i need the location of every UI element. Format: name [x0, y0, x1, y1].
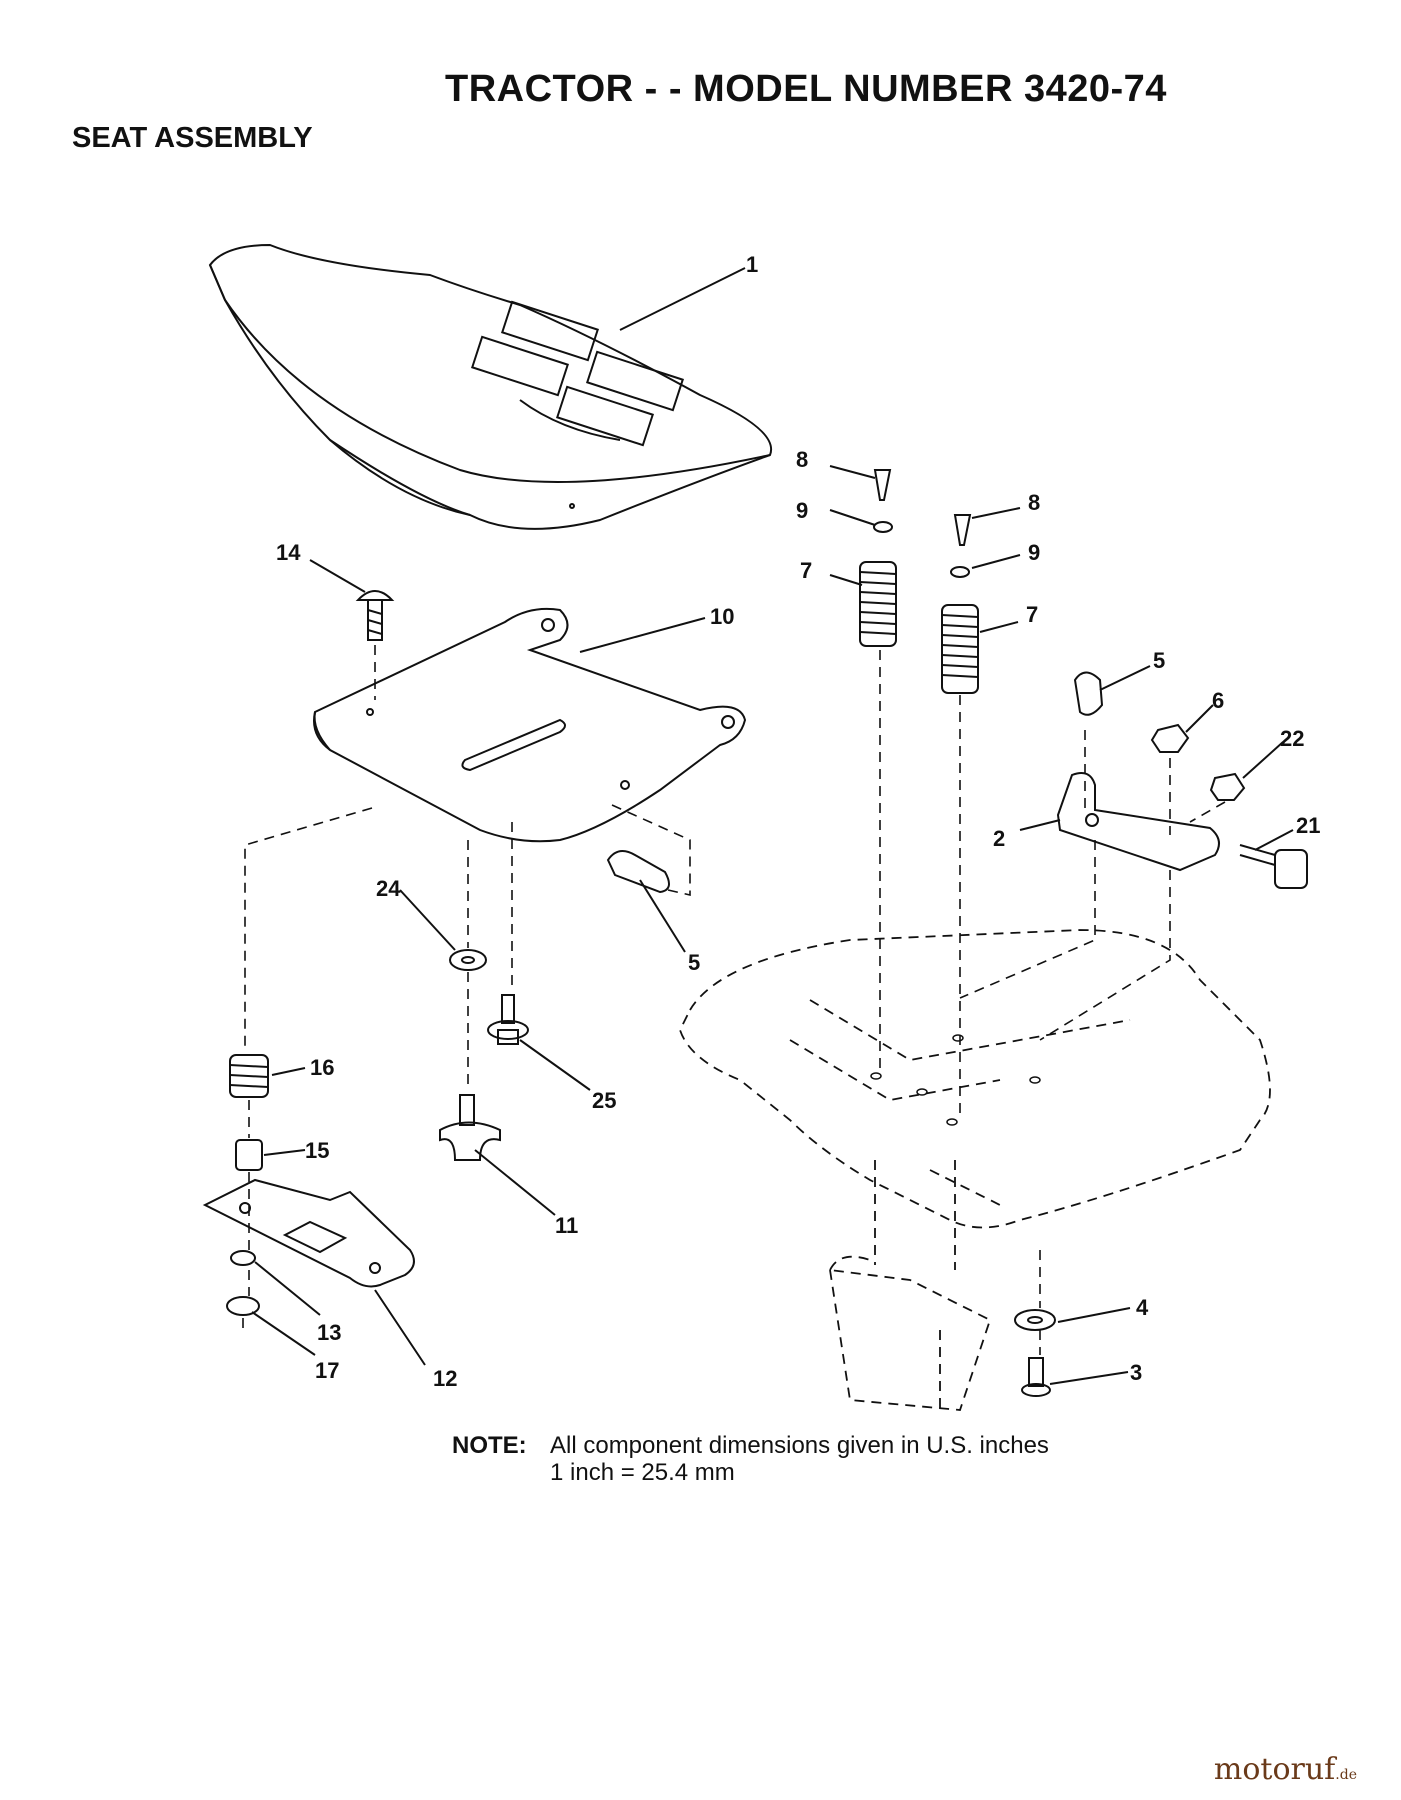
screw-part — [953, 514, 972, 546]
washer-part — [230, 1250, 256, 1266]
washer-hole — [1027, 1316, 1043, 1324]
callout-5: 5 — [688, 950, 700, 975]
callout-8: 8 — [1028, 490, 1040, 515]
callout-15: 15 — [305, 1138, 329, 1163]
washer-part — [873, 521, 893, 533]
knob-part — [1073, 671, 1104, 716]
shoulder-bolt-part — [487, 994, 529, 1045]
nut-part — [226, 1296, 260, 1316]
callout-17: 17 — [315, 1358, 339, 1383]
note-line-1: All component dimensions given in U.S. i… — [550, 1432, 1049, 1459]
callout-2: 2 — [993, 826, 1005, 851]
callout-14: 14 — [276, 540, 301, 565]
callout-7: 7 — [1026, 602, 1038, 627]
washer-part — [950, 566, 970, 578]
tractor-frame-outline — [679, 929, 1271, 1411]
callout-leaders — [251, 267, 1294, 1385]
callout-10: 10 — [710, 604, 734, 629]
callout-9: 9 — [796, 498, 808, 523]
spring-part — [859, 561, 897, 647]
callout-7: 7 — [800, 558, 812, 583]
seat-part — [208, 243, 773, 530]
nut-part — [1150, 723, 1190, 753]
callout-3: 3 — [1130, 1360, 1142, 1385]
carriage-bolt-part — [355, 590, 395, 641]
callout-16: 16 — [310, 1055, 334, 1080]
callout-8: 8 — [796, 447, 808, 472]
nut-part — [1209, 772, 1246, 801]
callout-21: 21 — [1296, 813, 1320, 838]
callout-25: 25 — [592, 1088, 616, 1113]
alignment-lines — [242, 645, 1226, 1355]
star-knob-part — [439, 1094, 501, 1161]
page-title: TRACTOR - - MODEL NUMBER 3420-74 — [445, 68, 1167, 110]
callout-4: 4 — [1136, 1295, 1149, 1320]
note-block: NOTE: All component dimensions given in U… — [452, 1432, 1049, 1486]
callout-13: 13 — [317, 1320, 341, 1345]
shoulder-bolt-part — [1239, 844, 1308, 889]
washer-part — [1014, 1309, 1056, 1331]
washer-part — [449, 949, 487, 971]
callout-labels: 1 14 10 8 9 7 8 9 7 5 6 22 2 21 24 5 16 … — [276, 252, 1320, 1391]
note-line-2: 1 inch = 25.4 mm — [550, 1459, 735, 1486]
knob-part — [606, 850, 670, 894]
washer-hole — [461, 956, 475, 964]
bracket-part — [1056, 772, 1220, 872]
callout-12: 12 — [433, 1366, 457, 1391]
seat-pan-part — [313, 607, 747, 843]
section-title: SEAT ASSEMBLY — [72, 122, 313, 154]
spring-part — [941, 604, 979, 694]
frame-holes — [870, 1034, 1041, 1126]
callout-24: 24 — [376, 876, 401, 901]
watermark-brand: motoruf — [1213, 1752, 1336, 1787]
callout-1: 1 — [746, 252, 758, 277]
callout-9: 9 — [1028, 540, 1040, 565]
callout-22: 22 — [1280, 726, 1304, 751]
plate-part — [202, 1178, 415, 1288]
spring-part — [229, 1054, 269, 1098]
screw-part — [873, 469, 892, 501]
callout-5: 5 — [1153, 648, 1165, 673]
watermark-suffix: .de — [1335, 1767, 1357, 1783]
watermark-logo: motoruf.de — [1214, 1752, 1357, 1787]
callout-11: 11 — [555, 1213, 578, 1238]
note-label: NOTE: — [452, 1432, 527, 1459]
spacer-part — [235, 1139, 263, 1171]
bolt-part — [1021, 1357, 1051, 1397]
callout-6: 6 — [1212, 688, 1224, 713]
